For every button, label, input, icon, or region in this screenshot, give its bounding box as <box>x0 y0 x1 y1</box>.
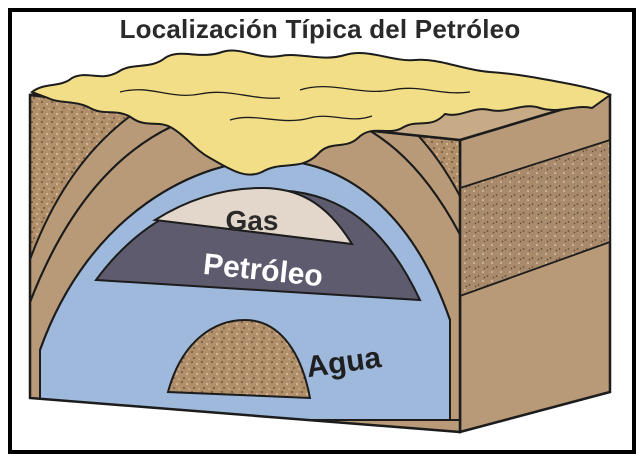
block-top-surface <box>29 49 612 176</box>
gas-layer <box>152 186 354 246</box>
gravel-rock-layer <box>30 95 460 301</box>
diagram-title: Localización Típica del Petróleo <box>119 14 521 44</box>
gravel-core <box>166 318 312 400</box>
gas-label: Gas <box>226 205 279 236</box>
block-side-face <box>458 93 612 434</box>
